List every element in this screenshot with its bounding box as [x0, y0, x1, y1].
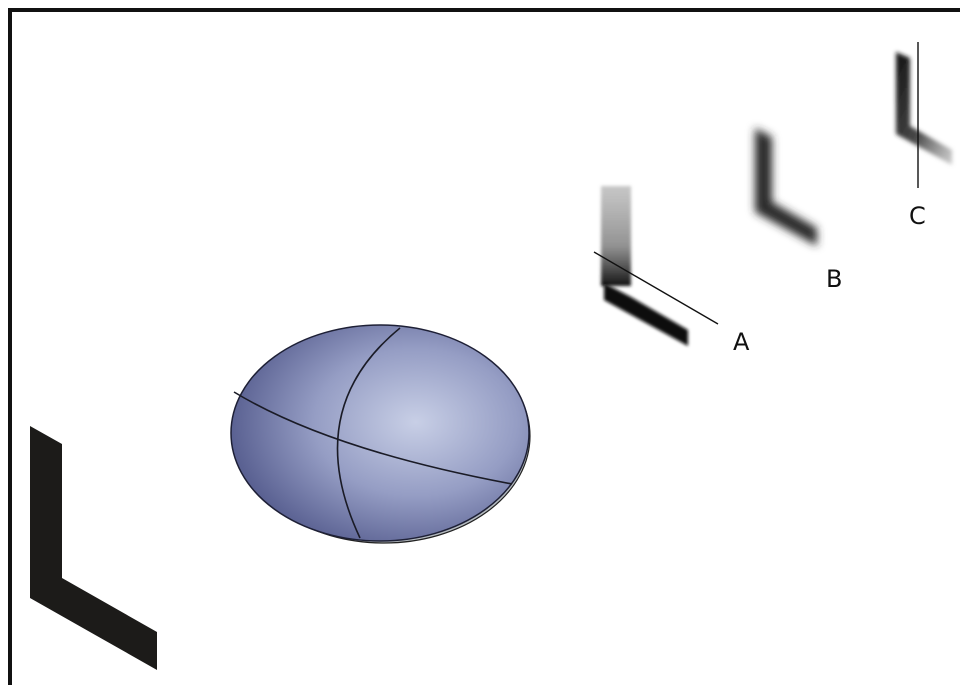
label-c: C: [909, 202, 926, 230]
image-c: C: [896, 42, 952, 230]
label-b: B: [826, 265, 842, 293]
image-a-horizontal-stroke: [604, 283, 688, 346]
label-a: A: [733, 328, 750, 356]
lens-body: [230, 324, 530, 542]
image-a: A: [593, 186, 750, 356]
lens-horizontal-meridian: [233, 391, 513, 485]
lens: [230, 324, 531, 544]
lens-vertical-meridian: [336, 327, 401, 539]
image-c-l-shape: [896, 52, 952, 165]
image-a-focal-line: [593, 251, 719, 325]
image-a-vertical-stroke: [601, 186, 631, 286]
object-l-shape: [30, 426, 157, 670]
image-b: B: [755, 128, 842, 293]
image-b-l-shape: [755, 128, 817, 246]
diagram-frame: [8, 8, 960, 690]
